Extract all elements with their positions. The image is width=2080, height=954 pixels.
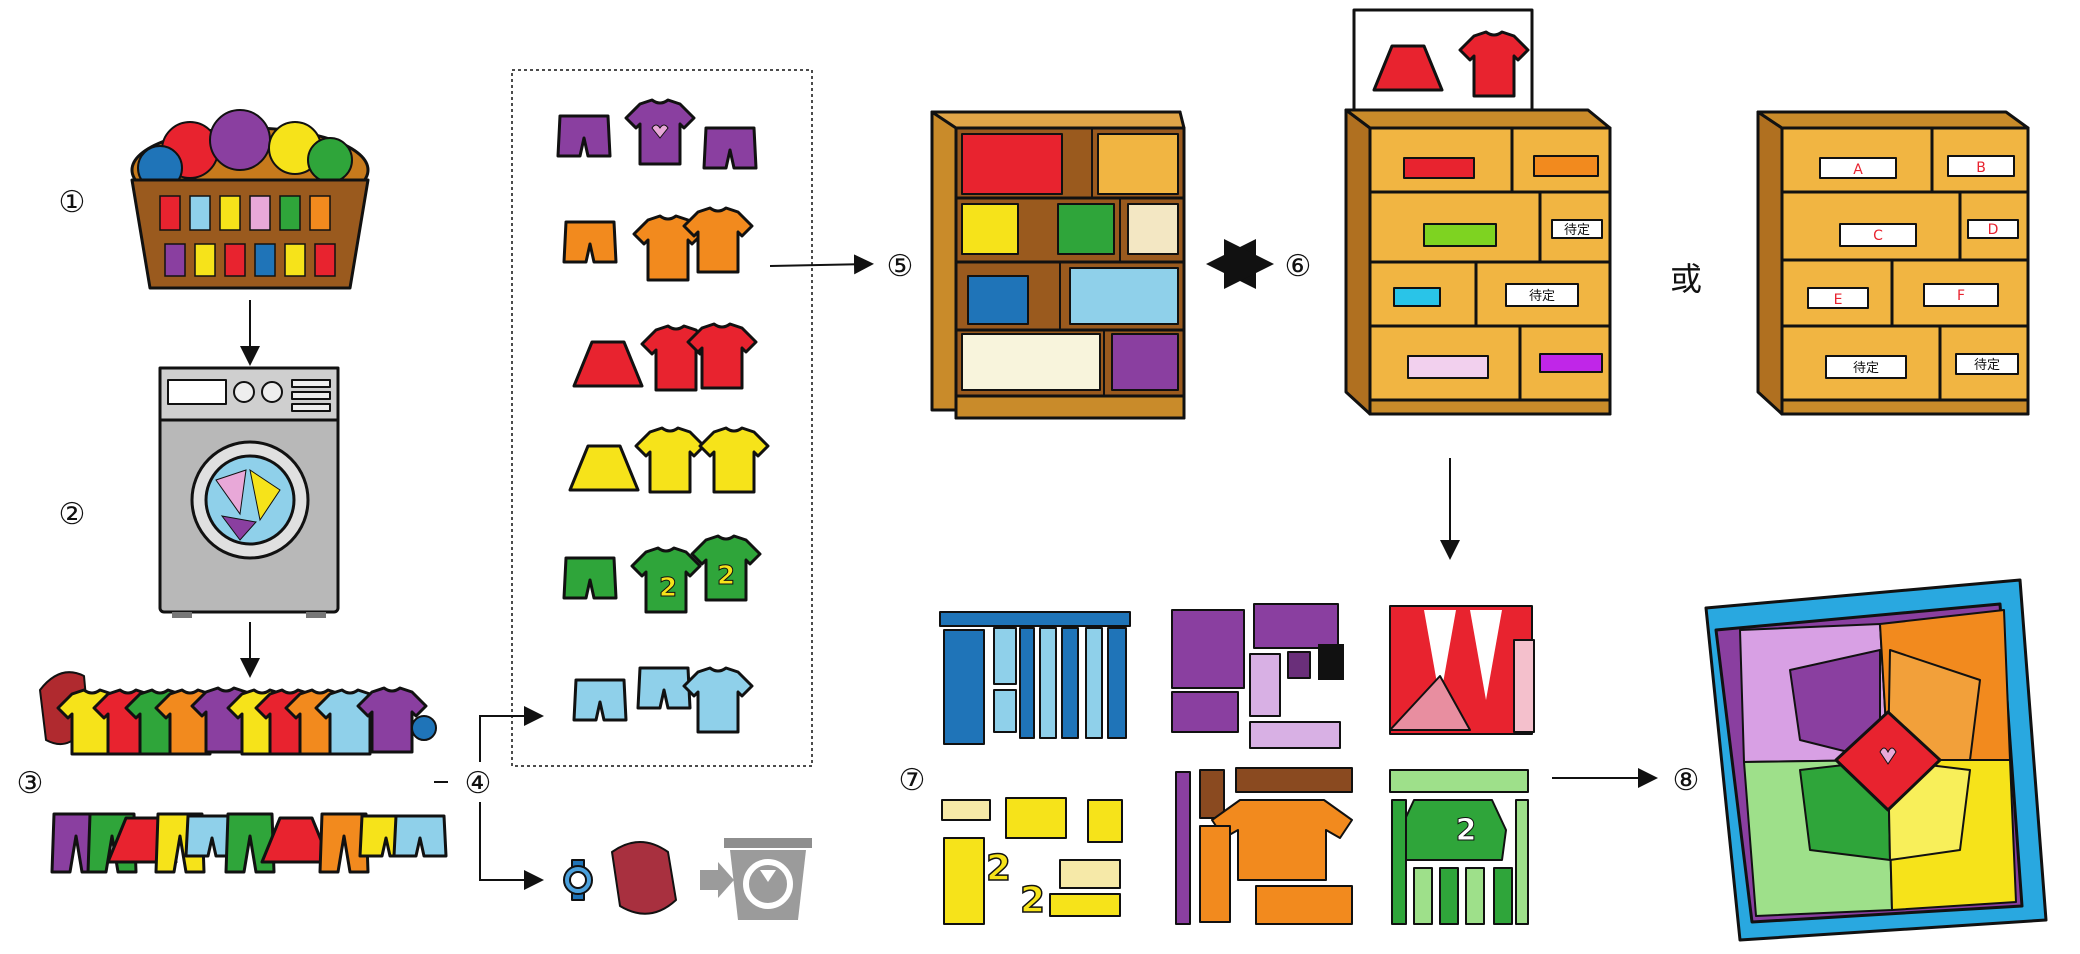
jersey-digit-1: 2 bbox=[659, 573, 677, 603]
drawer-label-d: D bbox=[1988, 222, 1999, 238]
sorted-group-box bbox=[511, 69, 813, 767]
step-4-label: ④ bbox=[465, 766, 492, 801]
fabric-panel-yellow: 2 2 bbox=[941, 797, 1123, 925]
drawer-label-pending-1: 待定 bbox=[1564, 223, 1590, 238]
step-1-label: ① bbox=[59, 185, 86, 220]
discard-arrow-icon bbox=[700, 862, 734, 898]
yellow-digit-1: 2 bbox=[986, 848, 1011, 889]
drawer-label-pending-3: 待定 bbox=[1853, 361, 1879, 376]
step-2-label: ② bbox=[59, 497, 86, 532]
step-6-label: ⑥ bbox=[1285, 249, 1312, 284]
fabric-panel-purple bbox=[1171, 603, 1344, 749]
drawer-label-a: A bbox=[1853, 162, 1863, 178]
fabric-panel-green: 2 bbox=[1389, 769, 1529, 925]
washing-machine-icon bbox=[158, 366, 340, 618]
yellow-digit-2: 2 bbox=[1020, 880, 1045, 921]
drawer-label-pending-2: 待定 bbox=[1529, 289, 1555, 304]
quilt-icon bbox=[1704, 578, 2048, 942]
step-8-label: ⑧ bbox=[1673, 763, 1700, 798]
step-3-label: ③ bbox=[17, 766, 44, 801]
drawer-label-e: E bbox=[1834, 292, 1843, 308]
sorted-purple-row bbox=[556, 98, 758, 170]
wardrobe-icon bbox=[930, 110, 1186, 420]
drawer-label-c: C bbox=[1873, 228, 1883, 244]
drawer-label-f: F bbox=[1957, 288, 1965, 304]
drawer-cabinet-colored: 待定 待定 bbox=[1344, 108, 1612, 416]
damaged-cloth-icon bbox=[611, 841, 677, 915]
arrow-4-keep bbox=[479, 706, 544, 762]
fabric-panel-blue bbox=[939, 611, 1131, 745]
fabric-panel-orange bbox=[1175, 767, 1353, 925]
step-5-label: ⑤ bbox=[887, 249, 914, 284]
drawer-cabinet-lettered: A B C D E F 待定 待定 bbox=[1756, 110, 2030, 416]
clothesline-bottoms bbox=[50, 812, 448, 874]
arrow-4-discard bbox=[479, 802, 544, 890]
arrow-4-5 bbox=[769, 254, 874, 275]
or-label: 或 bbox=[1670, 260, 1702, 298]
drawer-label-pending-4: 待定 bbox=[1974, 358, 2000, 373]
laundry-basket-icon bbox=[130, 109, 370, 290]
recycle-bin-icon bbox=[724, 838, 812, 920]
sorted-red-row bbox=[572, 322, 758, 392]
clothesline-shirts bbox=[39, 671, 437, 756]
jersey-digit-2: 2 bbox=[717, 561, 735, 591]
green-digit: 2 bbox=[1456, 813, 1477, 848]
step-7-label: ⑦ bbox=[899, 763, 926, 798]
sorted-green-row: 2 2 bbox=[562, 534, 762, 614]
sorted-orange-row bbox=[562, 206, 754, 282]
fabric-panel-red bbox=[1389, 605, 1535, 735]
sorted-yellow-row bbox=[568, 426, 770, 494]
sorted-lightblue-row bbox=[572, 666, 754, 734]
watch-icon bbox=[563, 859, 593, 901]
drawer-label-b: B bbox=[1976, 160, 1986, 176]
